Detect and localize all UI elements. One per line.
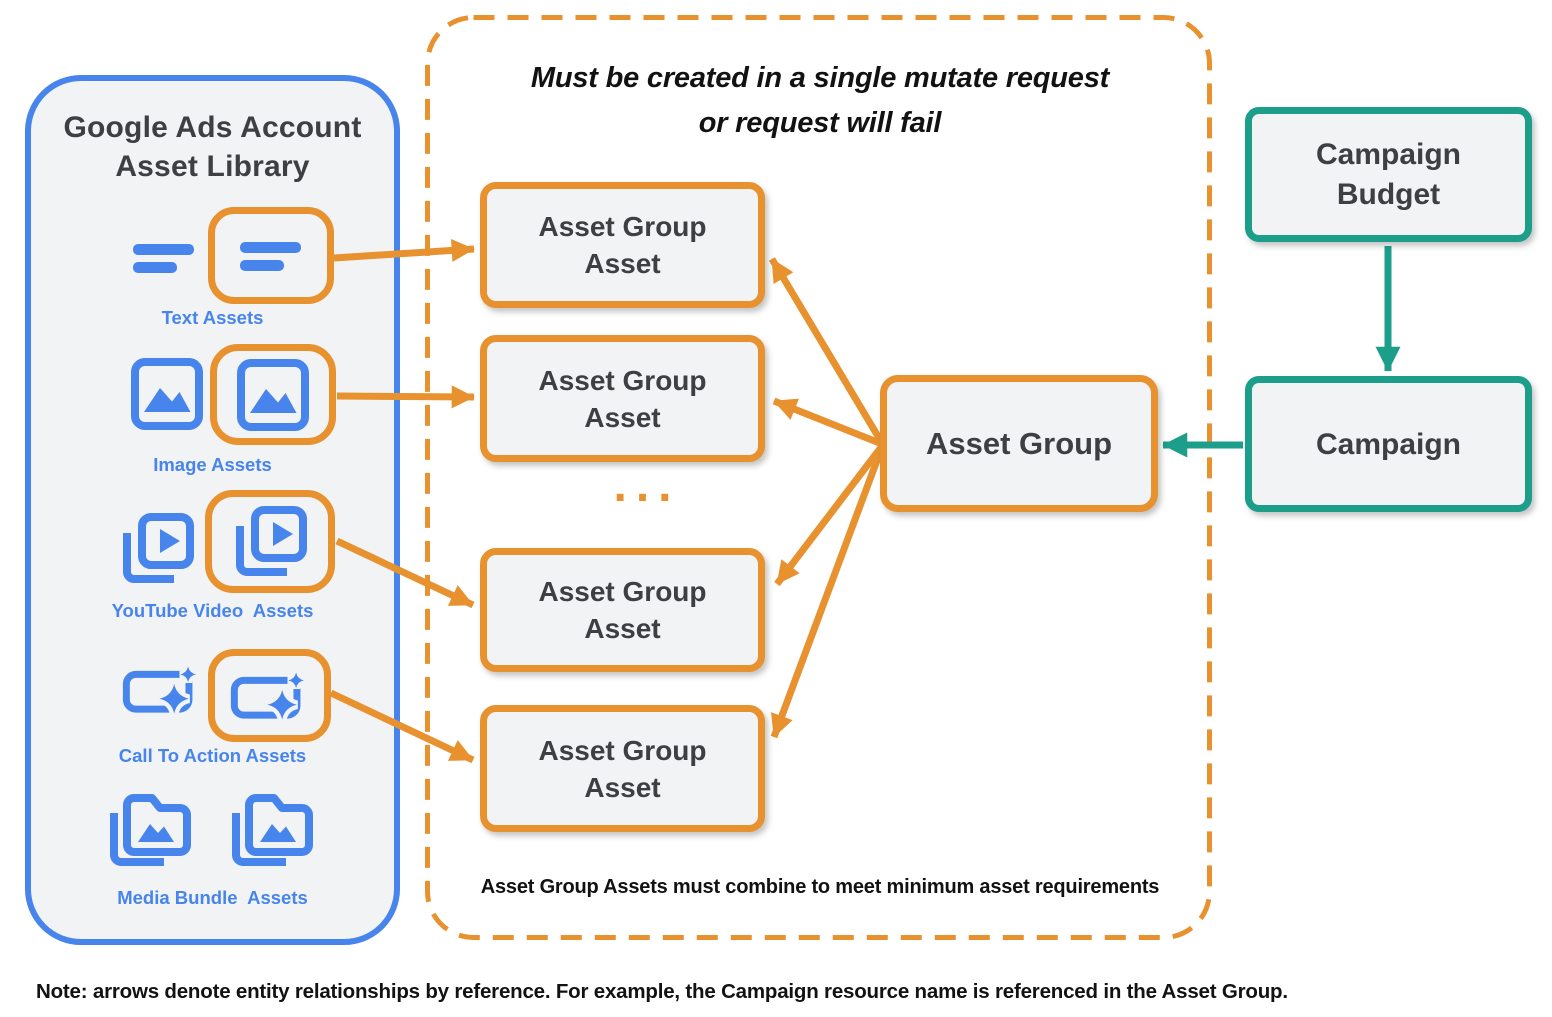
asset-group-asset-label: Asset Group Asset xyxy=(538,364,707,433)
media-bundle-icon xyxy=(104,786,196,870)
reference-note: Note: arrows denote entity relationships… xyxy=(36,980,1288,1003)
asset-group-box: Asset Group xyxy=(880,375,1158,512)
text-lines-icon xyxy=(133,244,194,273)
selected-video-asset-ring xyxy=(205,490,335,593)
campaign-label: Campaign xyxy=(1315,427,1462,461)
media-bundle-icon xyxy=(226,786,318,870)
asset-library-title: Google Ads Account Asset Library xyxy=(63,111,362,183)
campaign-box: Campaign xyxy=(1245,376,1532,512)
campaign-budget-box: Campaign Budget xyxy=(1245,107,1532,242)
asset-group-asset-label: Asset Group Asset xyxy=(538,576,707,644)
asset-group-asset-box-1: Asset Group Asset xyxy=(480,182,765,308)
minimum-requirements-footnote: Asset Group Assets must combine to meet … xyxy=(480,876,1160,898)
selected-image-asset-ring xyxy=(210,344,336,445)
youtube-video-assets-label: YouTube Video Assets xyxy=(111,600,314,621)
asset-group-asset-box-4: Asset Group Asset xyxy=(480,705,765,832)
more-assets-ellipsis: ... xyxy=(613,459,681,512)
video-icon xyxy=(231,503,309,581)
call-to-action-icon xyxy=(230,669,310,723)
asset-group-asset-label: Asset Group Asset xyxy=(538,734,707,803)
asset-group-asset-label: Asset Group Asset xyxy=(538,211,707,279)
mutate-request-title: Must be created in a single mutate reque… xyxy=(530,62,1110,139)
call-to-action-icon xyxy=(122,663,202,717)
image-assets-label: Image Assets xyxy=(153,454,272,475)
campaign-budget-label: Campaign Budget xyxy=(1315,137,1462,211)
asset-group-asset-box-2: Asset Group Asset xyxy=(480,335,765,462)
selected-text-asset-ring xyxy=(208,207,334,304)
asset-group-label: Asset Group xyxy=(925,426,1113,461)
text-lines-icon xyxy=(240,242,301,271)
call-to-action-assets-label: Call To Action Assets xyxy=(118,745,307,766)
image-icon xyxy=(130,357,204,431)
asset-group-asset-box-3: Asset Group Asset xyxy=(480,548,765,672)
text-assets-label: Text Assets xyxy=(161,307,264,328)
image-icon xyxy=(236,358,310,432)
media-bundle-assets-label: Media Bundle Assets xyxy=(117,887,308,908)
selected-cta-asset-ring xyxy=(208,649,331,742)
video-icon xyxy=(118,510,196,588)
